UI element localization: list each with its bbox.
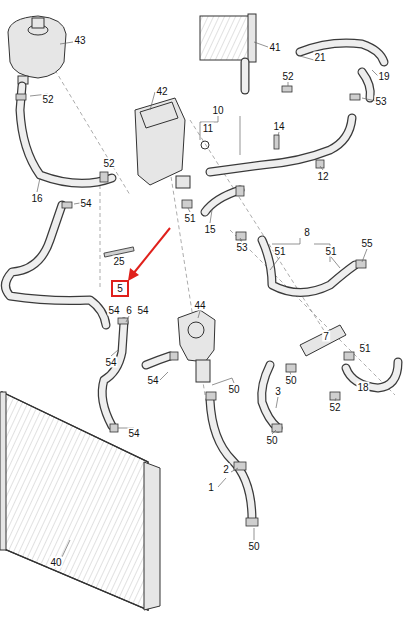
callout-number: 19 (377, 71, 390, 82)
callout-number: 50 (265, 435, 278, 446)
callout-number: 5 (113, 283, 127, 294)
highlight-box: 5 (111, 280, 129, 297)
callout-number: 54 (136, 305, 149, 316)
hose-clamps (16, 86, 366, 526)
callout-number: 52 (281, 71, 294, 82)
expansion-tank (8, 16, 66, 84)
callout-number: 12 (316, 171, 329, 182)
callout-number: 54 (104, 357, 117, 368)
thermostat-housing (178, 310, 215, 382)
callout-number: 51 (358, 343, 371, 354)
coolant-hoses (5, 43, 398, 520)
callout-number: 3 (274, 386, 282, 397)
radiator (0, 392, 160, 610)
callout-number: 15 (203, 224, 216, 235)
callout-number: 7 (322, 331, 330, 342)
heater-core (200, 14, 256, 62)
callout-number: 21 (313, 52, 326, 63)
callout-number: 51 (183, 213, 196, 224)
callout-number: 51 (324, 246, 337, 257)
callout-number: 52 (328, 402, 341, 413)
callout-number: 54 (146, 375, 159, 386)
callout-number: 10 (211, 105, 224, 116)
callout-number: 50 (247, 541, 260, 552)
callout-number: 50 (284, 375, 297, 386)
callout-number: 42 (155, 86, 168, 97)
callout-number: 25 (112, 256, 125, 267)
callout-number: 1 (207, 482, 215, 493)
callout-number: 52 (41, 94, 54, 105)
callout-number: 44 (193, 300, 206, 311)
pointer-arrow (128, 228, 170, 281)
callout-number: 53 (235, 242, 248, 253)
callout-number: 55 (360, 238, 373, 249)
callout-number: 54 (79, 198, 92, 209)
callout-number: 14 (272, 121, 285, 132)
callout-number: 8 (303, 227, 311, 238)
callout-number: 54 (107, 305, 120, 316)
callout-number: 50 (227, 384, 240, 395)
callout-number: 16 (30, 193, 43, 204)
callout-number: 40 (49, 557, 62, 568)
callout-number: 41 (268, 42, 281, 53)
callout-number: 53 (374, 96, 387, 107)
callout-number: 6 (125, 305, 133, 316)
callout-number: 18 (356, 382, 369, 393)
callout-number: 54 (127, 428, 140, 439)
callout-number: 52 (102, 158, 115, 169)
callout-number: 51 (273, 246, 286, 257)
oil-cooler (135, 98, 190, 188)
callout-number: 11 (202, 123, 214, 134)
callout-number: 2 (222, 464, 230, 475)
callout-number: 43 (73, 35, 86, 46)
